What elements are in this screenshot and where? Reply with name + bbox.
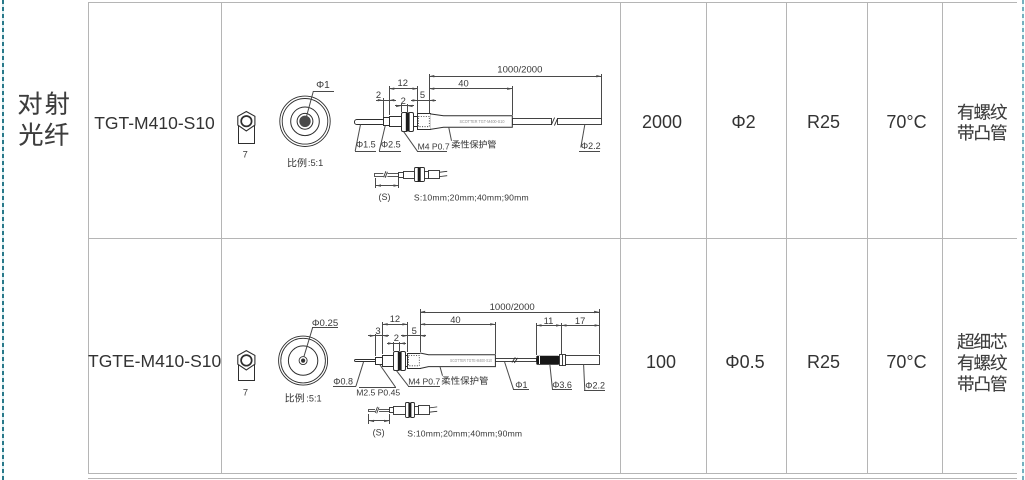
svg-text::5:1: :5:1 bbox=[306, 393, 321, 403]
svg-text:5: 5 bbox=[420, 89, 425, 100]
svg-text:2: 2 bbox=[394, 332, 399, 343]
svg-text:2: 2 bbox=[376, 89, 381, 100]
svg-text:Φ1: Φ1 bbox=[316, 80, 330, 91]
svg-text::5:1: :5:1 bbox=[308, 158, 323, 168]
svg-text:11: 11 bbox=[544, 315, 554, 326]
svg-text:Φ0.8: Φ0.8 bbox=[333, 376, 353, 386]
svg-text:M2.5 P0.45: M2.5 P0.45 bbox=[356, 388, 400, 398]
svg-text:7: 7 bbox=[243, 387, 248, 397]
svg-text:1000/2000: 1000/2000 bbox=[497, 65, 542, 76]
svg-text:Φ3.6: Φ3.6 bbox=[552, 380, 572, 390]
svg-text:S:10mm;20mm;40mm;90mm: S:10mm;20mm;40mm;90mm bbox=[407, 428, 522, 438]
svg-text:7: 7 bbox=[243, 150, 248, 160]
svg-text:40: 40 bbox=[458, 77, 468, 88]
svg-text:2: 2 bbox=[401, 95, 406, 106]
svg-text:(S): (S) bbox=[373, 428, 385, 438]
svg-text:Φ2.5: Φ2.5 bbox=[381, 140, 401, 150]
svg-text:Φ2.2: Φ2.2 bbox=[585, 381, 605, 391]
svg-text:SCOTTER TGTE-M400-S10: SCOTTER TGTE-M400-S10 bbox=[450, 358, 492, 363]
svg-text:Φ1.5: Φ1.5 bbox=[356, 140, 376, 150]
svg-text:(S): (S) bbox=[379, 192, 391, 202]
svg-text:17: 17 bbox=[575, 315, 585, 326]
svg-text:Φ0.25: Φ0.25 bbox=[312, 318, 338, 329]
svg-text:Φ2.2: Φ2.2 bbox=[581, 141, 601, 151]
svg-text:40: 40 bbox=[450, 314, 460, 325]
svg-text:M4 P0.7: M4 P0.7 bbox=[418, 142, 450, 152]
svg-text:SCOTTER TGT-M400-S10: SCOTTER TGT-M400-S10 bbox=[460, 119, 506, 124]
svg-text:3: 3 bbox=[375, 325, 380, 336]
svg-text:1000/2000: 1000/2000 bbox=[490, 302, 535, 313]
svg-text:Φ1: Φ1 bbox=[515, 380, 527, 390]
svg-text:12: 12 bbox=[390, 313, 400, 324]
svg-text:5: 5 bbox=[412, 325, 417, 336]
svg-text:12: 12 bbox=[398, 77, 408, 88]
svg-text:S:10mm;20mm;40mm;90mm: S:10mm;20mm;40mm;90mm bbox=[414, 192, 529, 202]
svg-text:M4 P0.7: M4 P0.7 bbox=[408, 377, 440, 387]
